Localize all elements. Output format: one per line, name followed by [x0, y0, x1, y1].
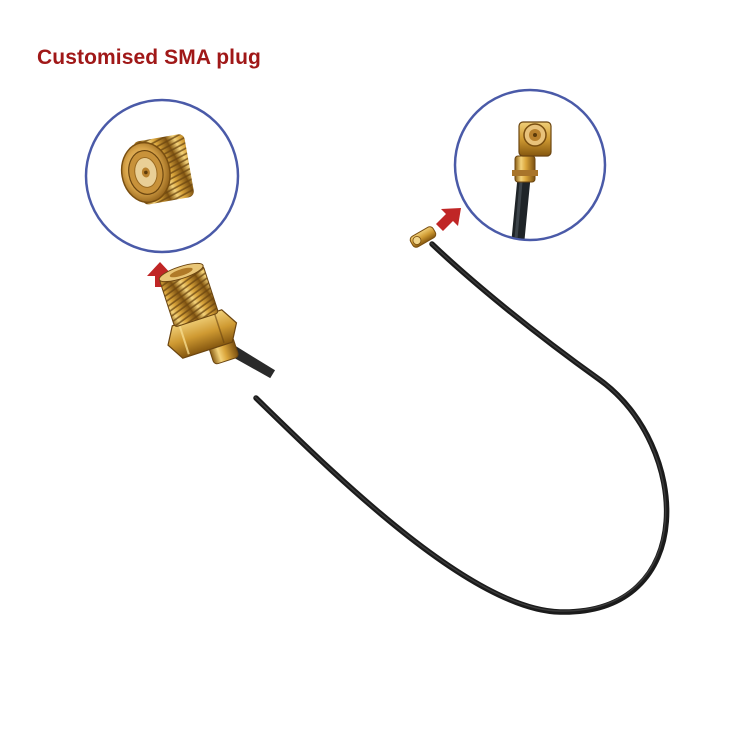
coaxial-cable: [253, 241, 670, 615]
sma-face-closeup: [120, 134, 194, 205]
ufl-closeup: [510, 121, 552, 239]
ufl-callout: [453, 88, 607, 242]
ufl-connector-icon: [409, 226, 437, 248]
arrow-diagonal-icon: [436, 208, 461, 231]
product-caption: Customised SMA plug: [37, 46, 261, 69]
sma-callout: [84, 98, 240, 254]
sma-connector-icon: [158, 262, 276, 379]
arrow-up-icon: [147, 262, 173, 287]
